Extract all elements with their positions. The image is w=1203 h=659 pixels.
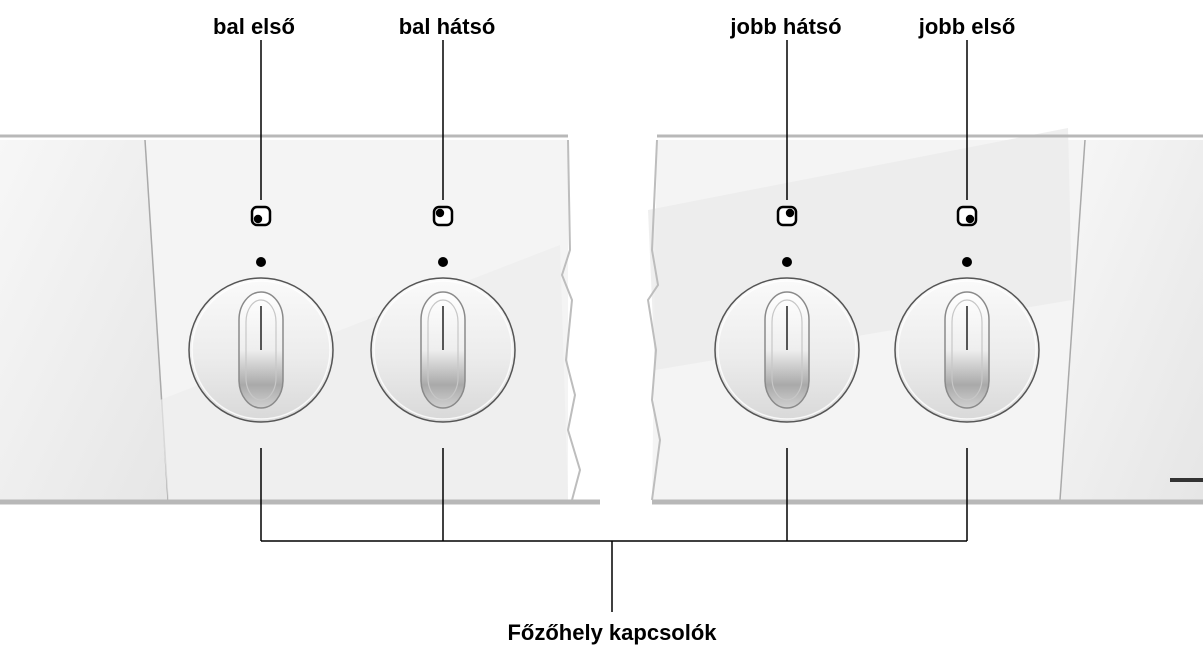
burner-indicator-icon [776,205,798,227]
leader-lines [260,40,968,612]
position-marker-dot [962,257,972,267]
burner-indicator-icon [250,205,272,227]
knob-group [188,205,1040,423]
knob-jobb-hatso[interactable] [714,205,860,423]
label-jobb-elso: jobb első [918,14,1016,39]
knob-bal-elso[interactable] [188,205,334,423]
knob-jobb-elso[interactable] [894,205,1040,423]
right-panel-break-edge [646,139,662,501]
left-side-face [0,140,168,500]
burner-indicator-icon [432,205,454,227]
left-panel-break-edge [560,139,582,501]
burner-indicator-icon [956,205,978,227]
position-marker-dot [438,257,448,267]
label-bal-hatso: bal hátsó [398,14,496,39]
label-bal-elso: bal első [213,14,295,39]
panel-edge-mark [1170,478,1203,482]
right-side-face [1060,140,1203,500]
label-jobb-hatso: jobb hátsó [730,14,842,39]
position-marker-dot [782,257,792,267]
knob-bal-hatso[interactable] [370,205,516,423]
label-fozohely-kapcsolok: Főzőhely kapcsolók [507,620,717,645]
position-marker-dot [256,257,266,267]
